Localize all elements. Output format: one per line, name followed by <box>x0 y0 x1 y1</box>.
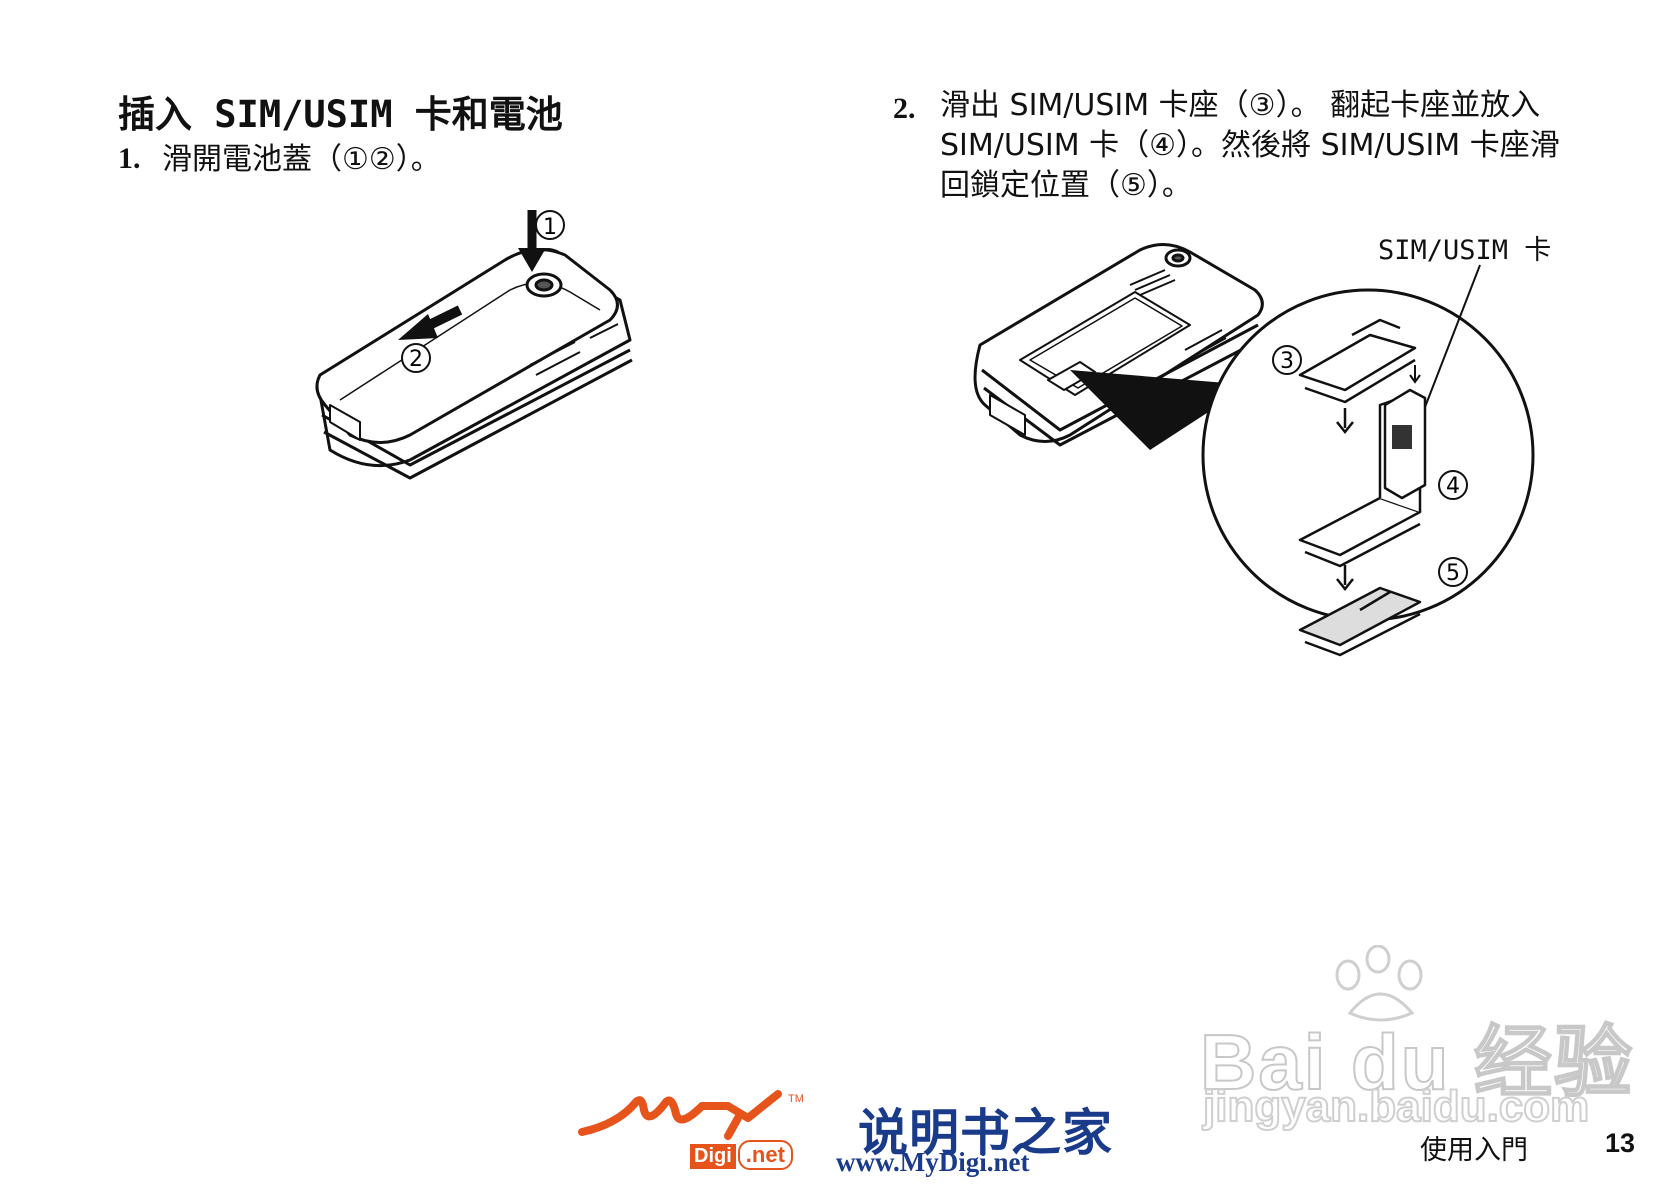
step-2-line-3: 回鎖定位置（⑤）。 <box>940 168 1192 203</box>
callout-2-marker <box>401 343 431 373</box>
step-2-line-1: 滑出 SIM/USIM 卡座（③）。 翻起卡座並放入 <box>940 88 1541 123</box>
mydigi-logo-swoosh: TM <box>578 1090 804 1140</box>
step-2-line-2: SIM/USIM 卡（④）。然後將 SIM/USIM 卡座滑 <box>940 128 1560 163</box>
step-1-text: 滑開電池蓋（①②）。 <box>162 142 441 177</box>
callout-2-label: 2 <box>409 347 423 372</box>
mydigi-wordmark: Digi.net <box>690 1140 820 1170</box>
page-number: 13 <box>1605 1128 1636 1158</box>
step-2-number: 2. <box>893 92 916 125</box>
baidu-watermark: Bai du 经验 <box>1199 1017 1635 1107</box>
sim-card-label: SIM/USIM 卡 <box>1378 235 1552 266</box>
callout-1-label: 1 <box>543 215 557 240</box>
callout-3-label: 3 <box>1280 349 1294 374</box>
step-2-text: 滑出 SIM/USIM 卡座（③）。 翻起卡座並放入 SIM/USIM 卡（④）… <box>940 86 1630 206</box>
section-name: 使用入門 <box>1420 1135 1528 1166</box>
callout-3-marker <box>1272 345 1302 375</box>
callout-1-marker <box>535 210 565 240</box>
battery-cover-illustration: 1 2 <box>315 210 633 480</box>
baidu-watermark-url: jingyan.baidu.com <box>1202 1081 1590 1132</box>
trademark-mark: TM <box>788 1093 804 1105</box>
callout-5-marker <box>1438 557 1468 587</box>
site-name-logo: 说明书之家 <box>858 1103 1113 1162</box>
callout-4-marker <box>1438 470 1468 500</box>
sim-insertion-illustration: 3 4 5 <box>973 243 1535 657</box>
baidu-paw-icon <box>1335 945 1423 1022</box>
callout-5-label: 5 <box>1446 561 1460 586</box>
step-1-number: 1. <box>118 142 141 175</box>
mydigi-digi-text: Digi <box>690 1144 736 1169</box>
callout-4-label: 4 <box>1446 474 1460 499</box>
page-title: 插入 SIM/USIM 卡和電池 <box>118 93 563 136</box>
site-url-text: www.MyDigi.net <box>836 1147 1030 1177</box>
mydigi-net-text: .net <box>737 1140 793 1170</box>
